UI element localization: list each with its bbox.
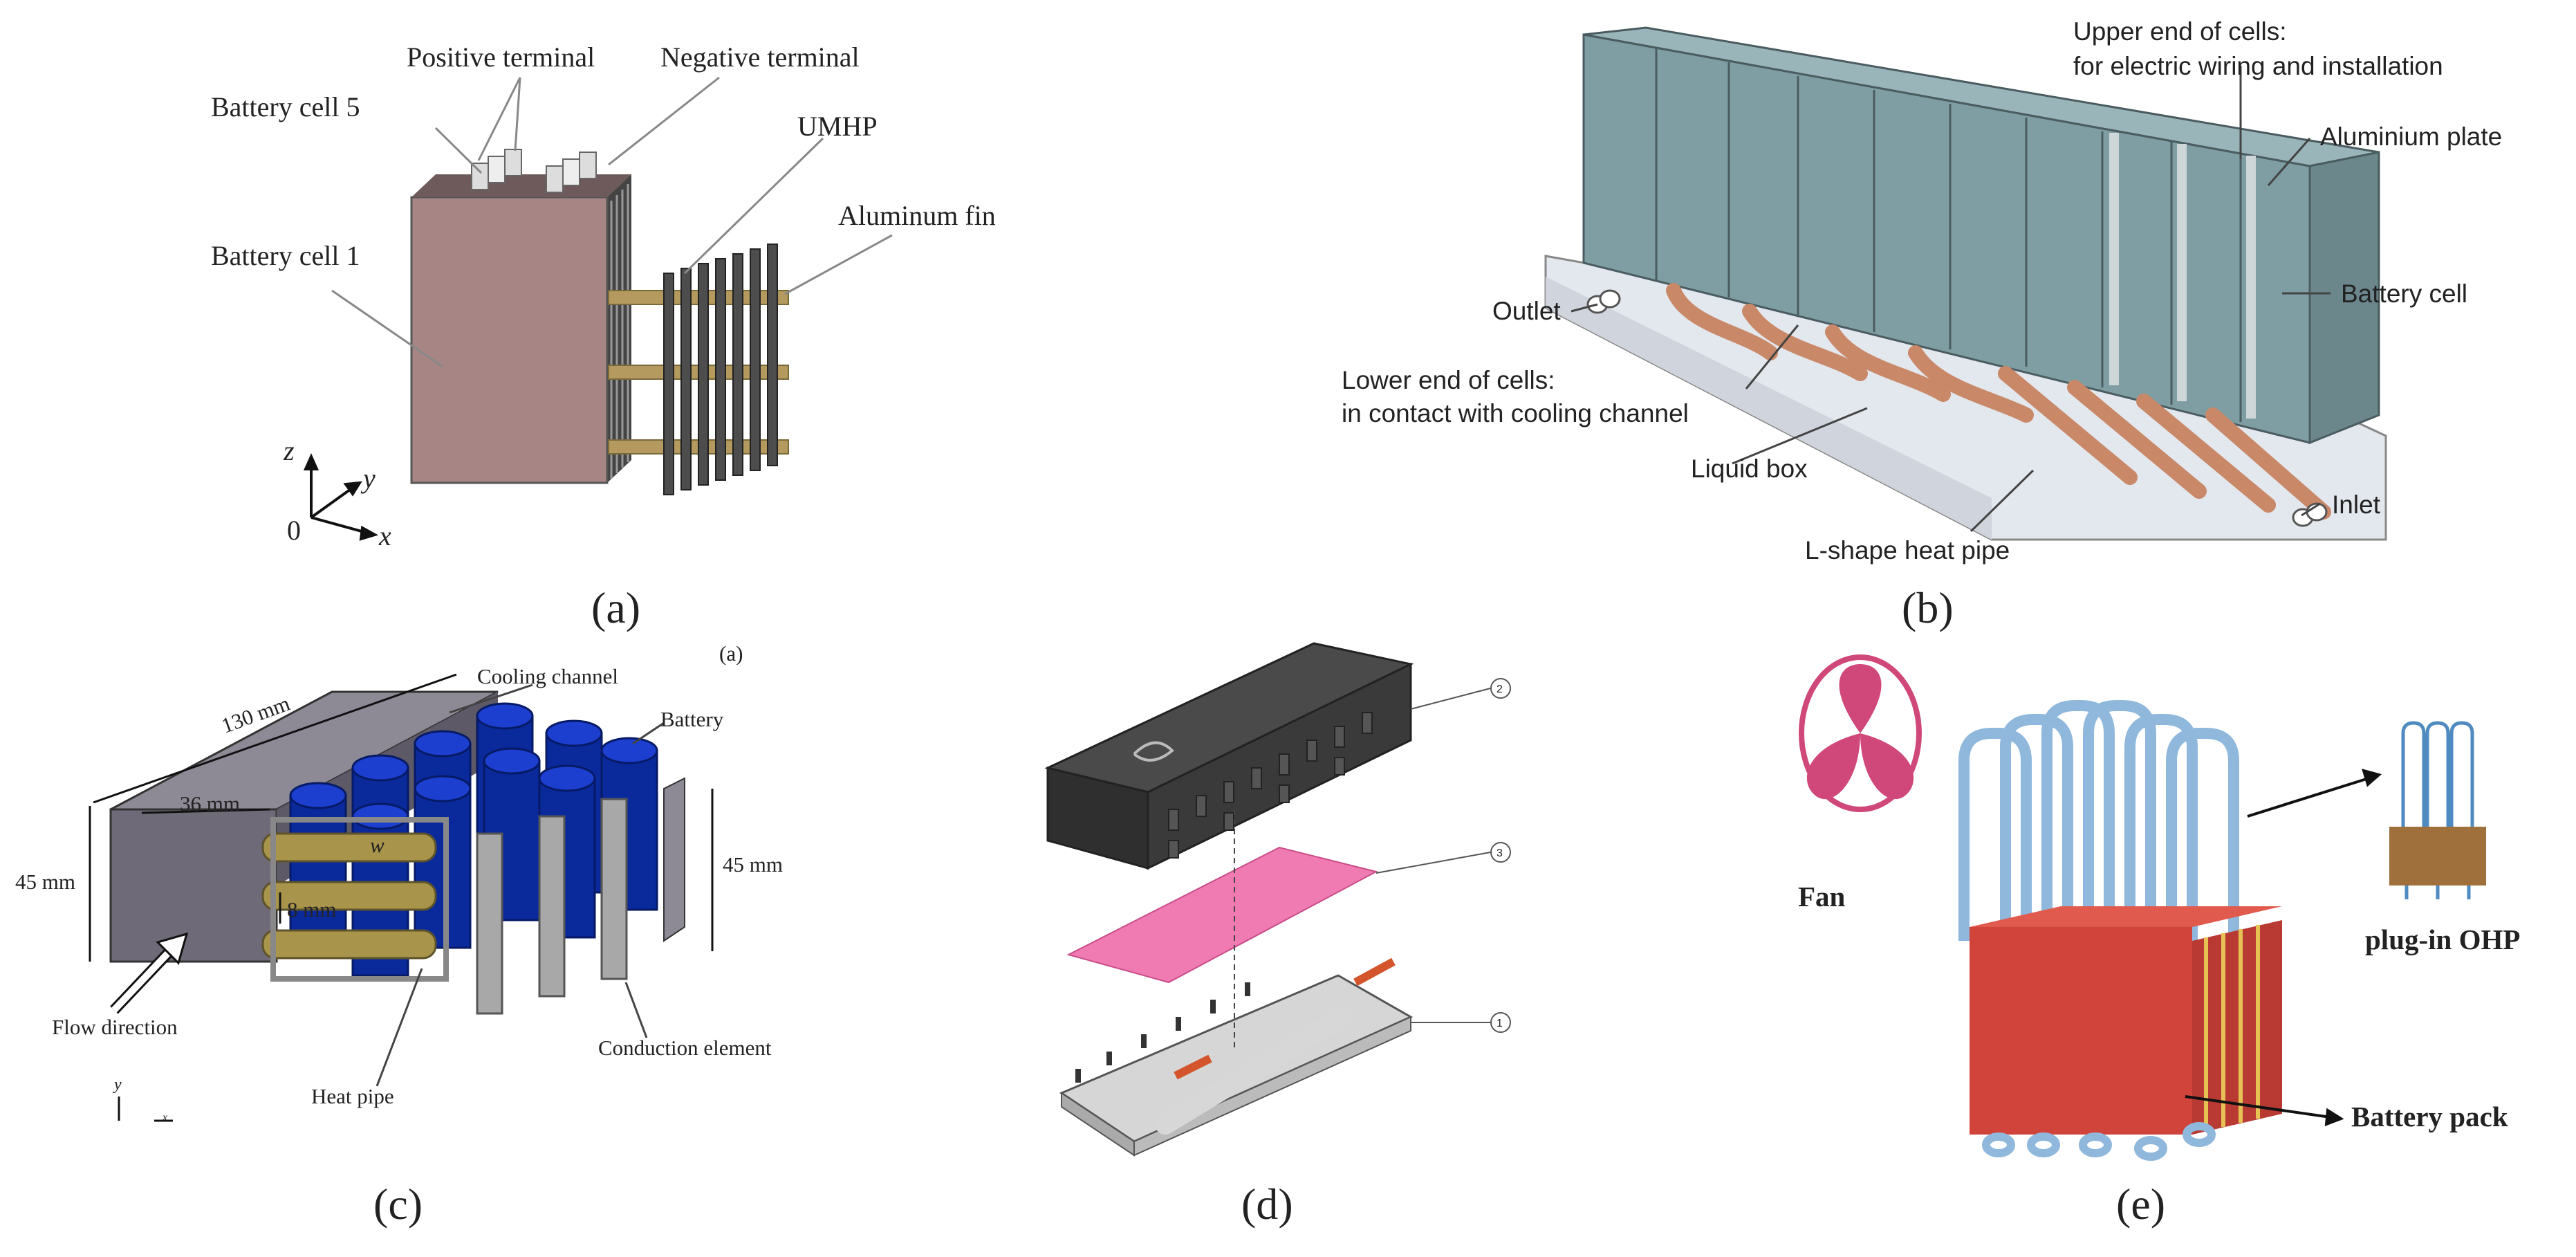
plug-in-ohp bbox=[2389, 721, 2486, 899]
conduction-elements bbox=[476, 798, 628, 1015]
label-conduction-element: Conduction element bbox=[598, 1036, 772, 1060]
aluminum-fins bbox=[663, 244, 778, 495]
label-cooling-channel: Cooling channel bbox=[477, 664, 618, 688]
label-l-shape-heat-pipe: L-shape heat pipe bbox=[1805, 536, 2010, 565]
panel-c-caption: (c) bbox=[373, 1180, 423, 1229]
battery-cell-1 bbox=[410, 196, 609, 484]
label-battery-pack: Battery pack bbox=[2351, 1101, 2508, 1132]
axis-origin-label: 0 bbox=[287, 515, 301, 546]
callout-1: 1 bbox=[1497, 1018, 1503, 1029]
dim-w: w bbox=[370, 833, 384, 857]
label-aluminum-fin: Aluminum fin bbox=[838, 200, 996, 231]
panel-a: Positive terminal Negative terminal Batt… bbox=[211, 42, 996, 632]
label-battery: Battery bbox=[660, 707, 724, 731]
axis-c-x: x bbox=[162, 1112, 167, 1123]
dim-45-right: 45 mm bbox=[723, 852, 783, 877]
battery-module bbox=[1044, 642, 1414, 870]
label-plug-in-ohp: plug-in OHP bbox=[2365, 924, 2520, 955]
battery-cells bbox=[1582, 26, 2380, 445]
label-upper-end-1: Upper end of cells: bbox=[2073, 17, 2287, 46]
panel-e-caption: (e) bbox=[2116, 1180, 2165, 1229]
callout-2: 2 bbox=[1497, 683, 1503, 695]
label-upper-end-2: for electric wiring and installation bbox=[2073, 52, 2443, 80]
dim-36: 36 mm bbox=[180, 791, 240, 816]
thermal-pad bbox=[1066, 846, 1378, 984]
panel-e: Fan plug-in OHP Battery pack (e) bbox=[1798, 654, 2520, 1229]
label-fan: Fan bbox=[1798, 881, 1846, 912]
flow-direction-arrow bbox=[110, 932, 189, 1014]
label-sub-a: (a) bbox=[719, 641, 743, 666]
panel-b: Upper end of cells: for electric wiring … bbox=[1342, 17, 2502, 632]
axis-y-label: y bbox=[360, 463, 376, 494]
label-umhp: UMHP bbox=[797, 111, 878, 142]
heat-pipes-c bbox=[261, 832, 437, 960]
label-lower-end-1: Lower end of cells: bbox=[1342, 366, 1555, 394]
label-lower-end-2: in contact with cooling channel bbox=[1342, 399, 1689, 428]
label-flow-direction: Flow direction bbox=[52, 1015, 178, 1039]
l-shape-heat-pipes bbox=[1666, 283, 2331, 520]
label-battery-cell-1: Battery cell 1 bbox=[211, 240, 360, 271]
label-heat-pipe: Heat pipe bbox=[311, 1084, 394, 1108]
ohp-tubes bbox=[1958, 700, 2239, 941]
axes-a bbox=[303, 453, 379, 541]
label-positive-terminal: Positive terminal bbox=[407, 42, 595, 73]
dim-8: 8 mm bbox=[287, 897, 336, 921]
label-negative-terminal: Negative terminal bbox=[660, 42, 860, 73]
positive-terminal bbox=[471, 149, 522, 190]
callout-3: 3 bbox=[1497, 847, 1503, 859]
axis-z-label: z bbox=[283, 435, 295, 466]
label-outlet: Outlet bbox=[1492, 297, 1561, 325]
panel-b-caption: (b) bbox=[1902, 583, 1954, 632]
panel-d: 2 3 1 (d) bbox=[1044, 642, 1511, 1229]
axes-c bbox=[118, 1097, 173, 1122]
panel-c: Cooling channel Battery (a) 130 mm 36 mm… bbox=[15, 641, 783, 1229]
label-inlet: Inlet bbox=[2332, 490, 2381, 519]
aluminium-plates bbox=[2109, 133, 2256, 419]
label-battery-cell-5: Battery cell 5 bbox=[211, 91, 360, 122]
panel-a-caption: (a) bbox=[591, 583, 640, 632]
axis-c-y: y bbox=[113, 1076, 122, 1094]
negative-terminal bbox=[546, 152, 597, 193]
label-aluminium-plate: Aluminium plate bbox=[2320, 122, 2502, 151]
panel-d-caption: (d) bbox=[1241, 1180, 1293, 1229]
fan-icon bbox=[1799, 654, 1922, 812]
axis-x-label: x bbox=[378, 520, 391, 551]
label-liquid-box: Liquid box bbox=[1691, 455, 1808, 483]
battery-pack bbox=[1970, 906, 2282, 1135]
cold-plate bbox=[1059, 957, 1414, 1157]
label-battery-cell: Battery cell bbox=[2341, 279, 2467, 308]
dim-45-left: 45 mm bbox=[15, 870, 75, 894]
